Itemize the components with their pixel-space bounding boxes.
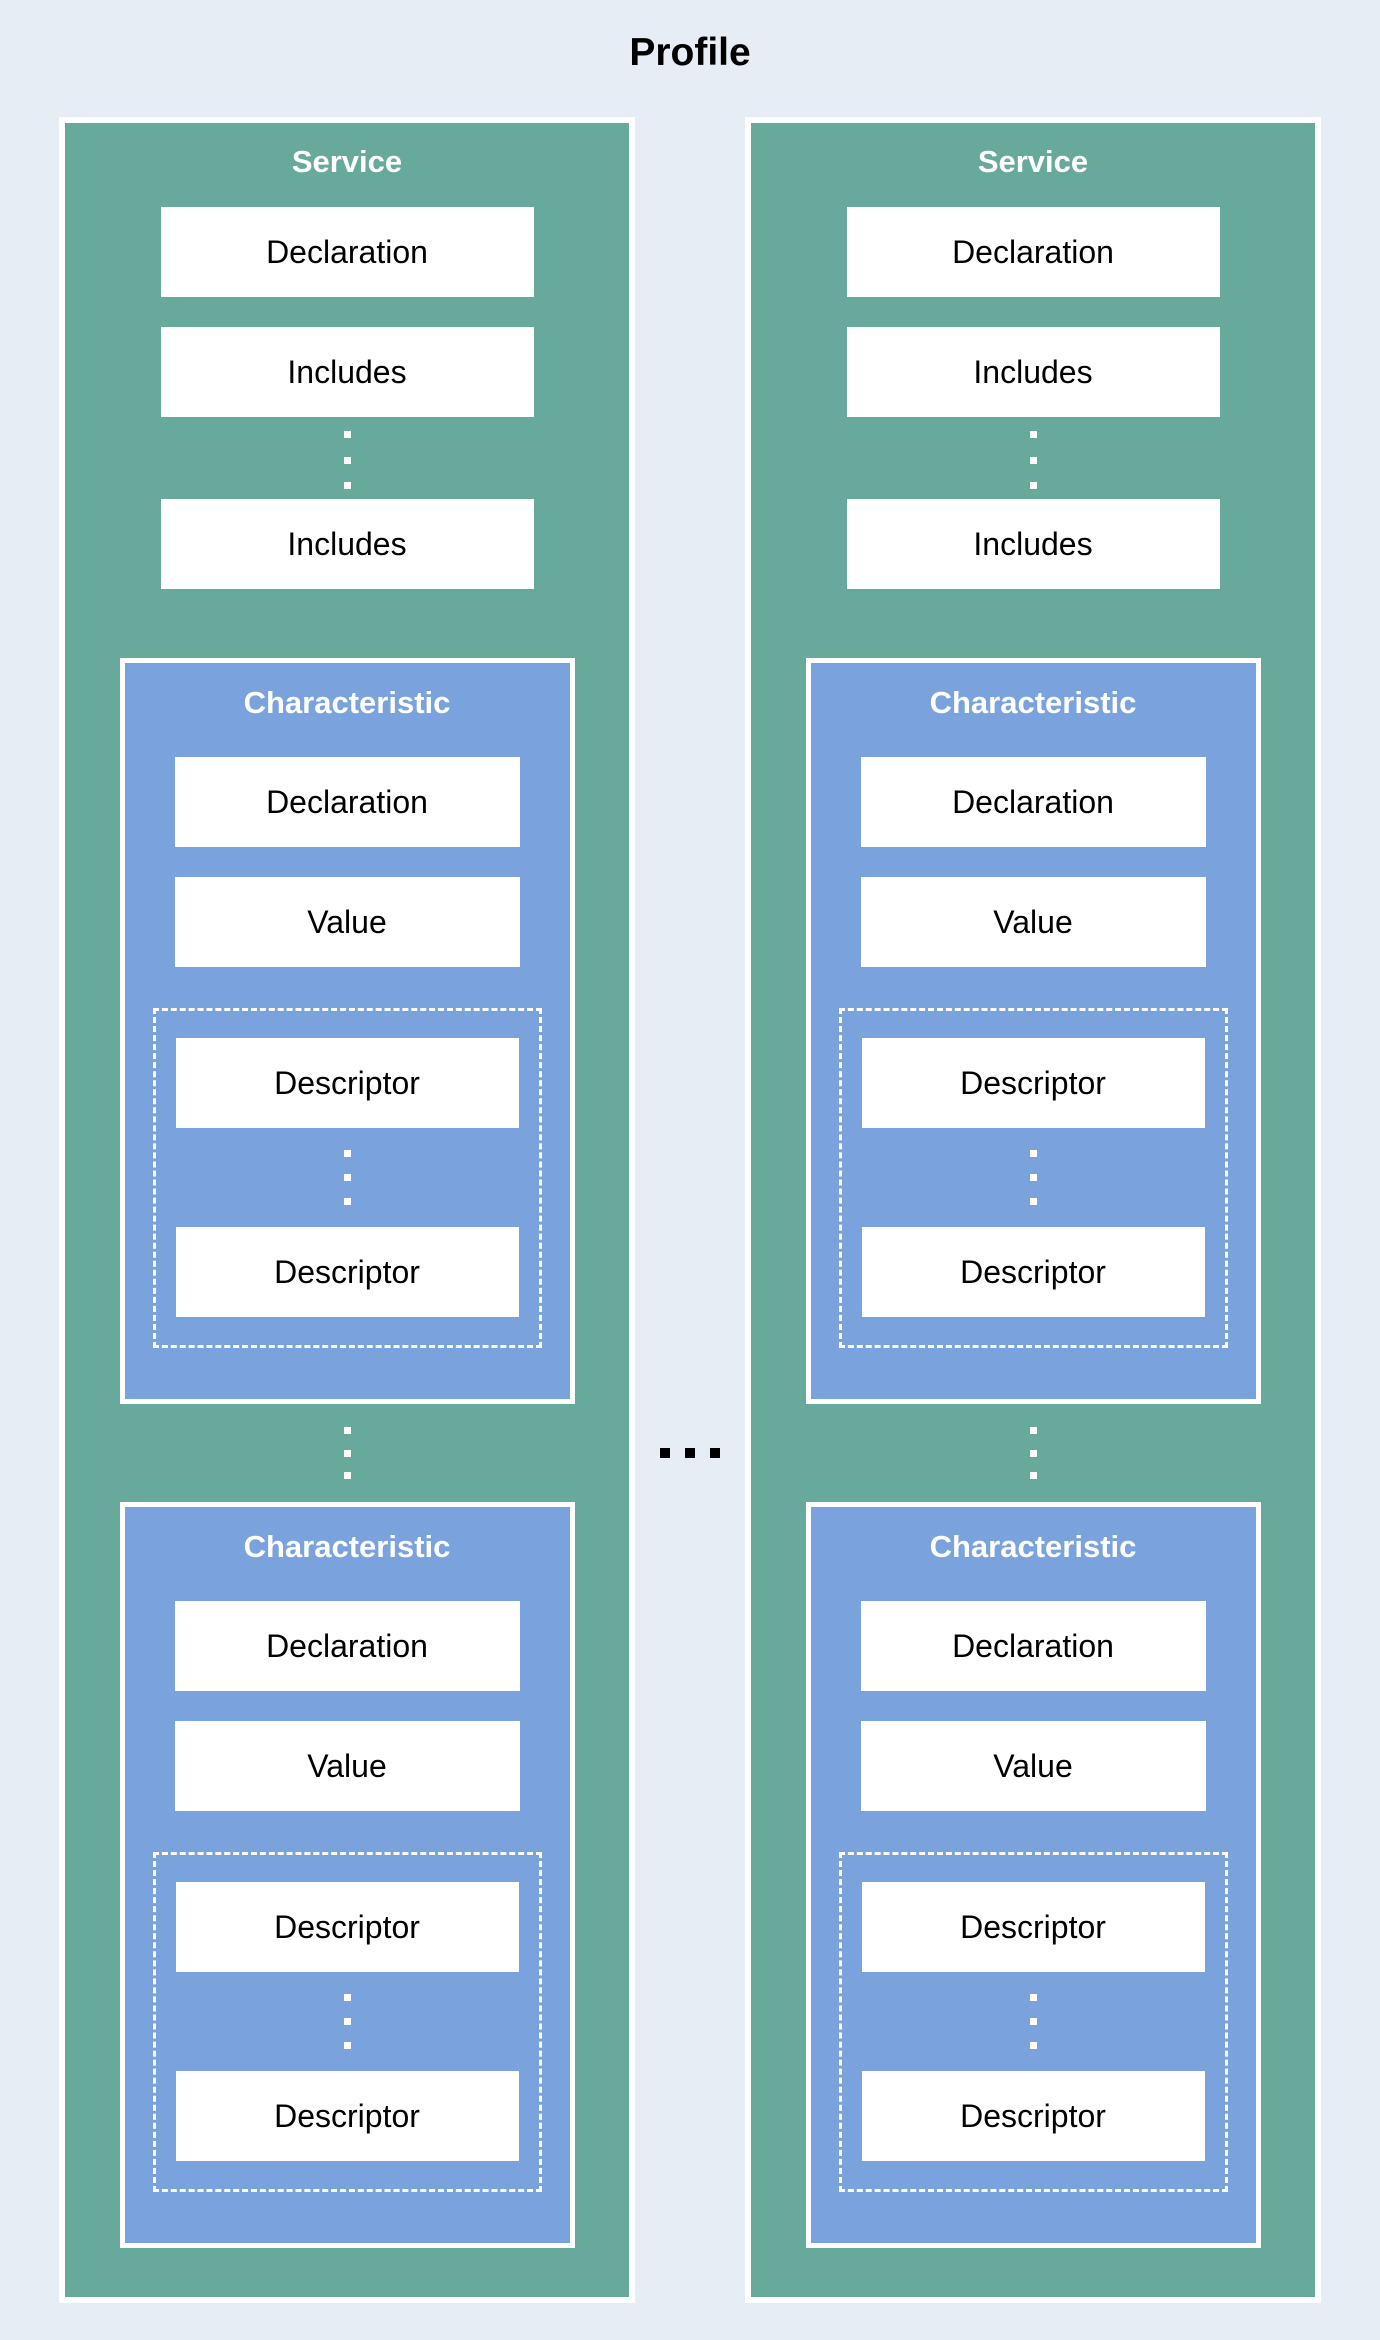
ellipsis-dot: [343, 1472, 351, 1479]
service-title: Service: [291, 144, 403, 179]
descriptor-group: Descriptor Descriptor: [152, 1852, 542, 2192]
descriptor-box: Descriptor: [175, 1227, 519, 1317]
ellipsis-dot: [343, 1198, 351, 1205]
service-title: Service: [977, 144, 1089, 179]
ellipsis-dot: [1029, 2042, 1037, 2049]
service-declaration-box: Declaration: [846, 207, 1220, 297]
vertical-ellipsis-icon: [1029, 1994, 1037, 2049]
horizontal-ellipsis-icon: [660, 1448, 720, 1458]
characteristic-box: Characteristic Declaration Value Descrip…: [805, 658, 1261, 1404]
descriptor-box: Descriptor: [861, 1882, 1205, 1972]
ellipsis-dot: [1029, 1472, 1037, 1479]
service-box-left: Service Declaration Includes Includes Ch…: [59, 117, 635, 2303]
ellipsis-dot: [343, 431, 351, 438]
characteristic-box: Characteristic Declaration Value Descrip…: [119, 658, 575, 1404]
page-title: Profile: [629, 31, 751, 74]
includes-box: Includes: [846, 499, 1220, 589]
includes-box: Includes: [160, 327, 534, 417]
characteristic-title: Characteristic: [929, 1529, 1137, 1564]
ellipsis-dot: [1029, 456, 1037, 464]
characteristic-title: Characteristic: [243, 1529, 451, 1564]
descriptor-box: Descriptor: [175, 1882, 519, 1972]
characteristic-declaration-box: Declaration: [860, 757, 1206, 847]
characteristic-declaration-box: Declaration: [174, 1601, 520, 1691]
characteristic-title: Characteristic: [929, 685, 1137, 720]
descriptor-group: Descriptor Descriptor: [152, 1008, 542, 1348]
services-row: Service Declaration Includes Includes Ch…: [59, 117, 1321, 2303]
descriptor-box: Descriptor: [861, 1227, 1205, 1317]
ellipsis-dot: [343, 1449, 351, 1457]
characteristic-value-box: Value: [860, 877, 1206, 967]
ellipsis-dot: [710, 1448, 720, 1458]
ellipsis-dot: [1029, 1198, 1037, 1205]
vertical-ellipsis-icon: [1029, 1427, 1037, 1479]
vertical-ellipsis-icon: [343, 431, 351, 489]
descriptor-box: Descriptor: [861, 1038, 1205, 1128]
ellipsis-dot: [343, 1174, 351, 1181]
characteristic-title: Characteristic: [243, 685, 451, 720]
characteristic-box: Characteristic Declaration Value Descrip…: [119, 1502, 575, 2248]
ellipsis-dot: [1029, 1174, 1037, 1181]
ellipsis-dot: [343, 2018, 351, 2025]
vertical-ellipsis-icon: [1029, 1150, 1037, 1205]
ellipsis-dot: [1029, 431, 1037, 438]
ellipsis-dot: [343, 1994, 351, 2001]
ellipsis-dot: [1029, 1427, 1037, 1434]
ellipsis-dot: [685, 1448, 695, 1458]
vertical-ellipsis-icon: [343, 1427, 351, 1479]
characteristic-declaration-box: Declaration: [860, 1601, 1206, 1691]
characteristic-box: Characteristic Declaration Value Descrip…: [805, 1502, 1261, 2248]
ellipsis-dot: [660, 1448, 670, 1458]
service-declaration-box: Declaration: [160, 207, 534, 297]
ellipsis-dot: [343, 456, 351, 464]
ellipsis-dot: [1029, 482, 1037, 489]
ellipsis-dot: [1029, 1994, 1037, 2001]
characteristic-declaration-box: Declaration: [174, 757, 520, 847]
ellipsis-dot: [343, 1427, 351, 1434]
characteristic-value-box: Value: [174, 1721, 520, 1811]
includes-box: Includes: [846, 327, 1220, 417]
characteristic-value-box: Value: [174, 877, 520, 967]
vertical-ellipsis-icon: [343, 1150, 351, 1205]
service-box-right: Service Declaration Includes Includes Ch…: [745, 117, 1321, 2303]
ellipsis-dot: [343, 1150, 351, 1157]
ellipsis-dot: [343, 2042, 351, 2049]
includes-box: Includes: [160, 499, 534, 589]
characteristic-value-box: Value: [860, 1721, 1206, 1811]
descriptor-group: Descriptor Descriptor: [838, 1008, 1228, 1348]
vertical-ellipsis-icon: [1029, 431, 1037, 489]
descriptor-group: Descriptor Descriptor: [838, 1852, 1228, 2192]
descriptor-box: Descriptor: [175, 2071, 519, 2161]
ellipsis-dot: [1029, 2018, 1037, 2025]
vertical-ellipsis-icon: [343, 1994, 351, 2049]
ellipsis-dot: [1029, 1449, 1037, 1457]
ellipsis-dot: [1029, 1150, 1037, 1157]
descriptor-box: Descriptor: [861, 2071, 1205, 2161]
ellipsis-dot: [343, 482, 351, 489]
descriptor-box: Descriptor: [175, 1038, 519, 1128]
